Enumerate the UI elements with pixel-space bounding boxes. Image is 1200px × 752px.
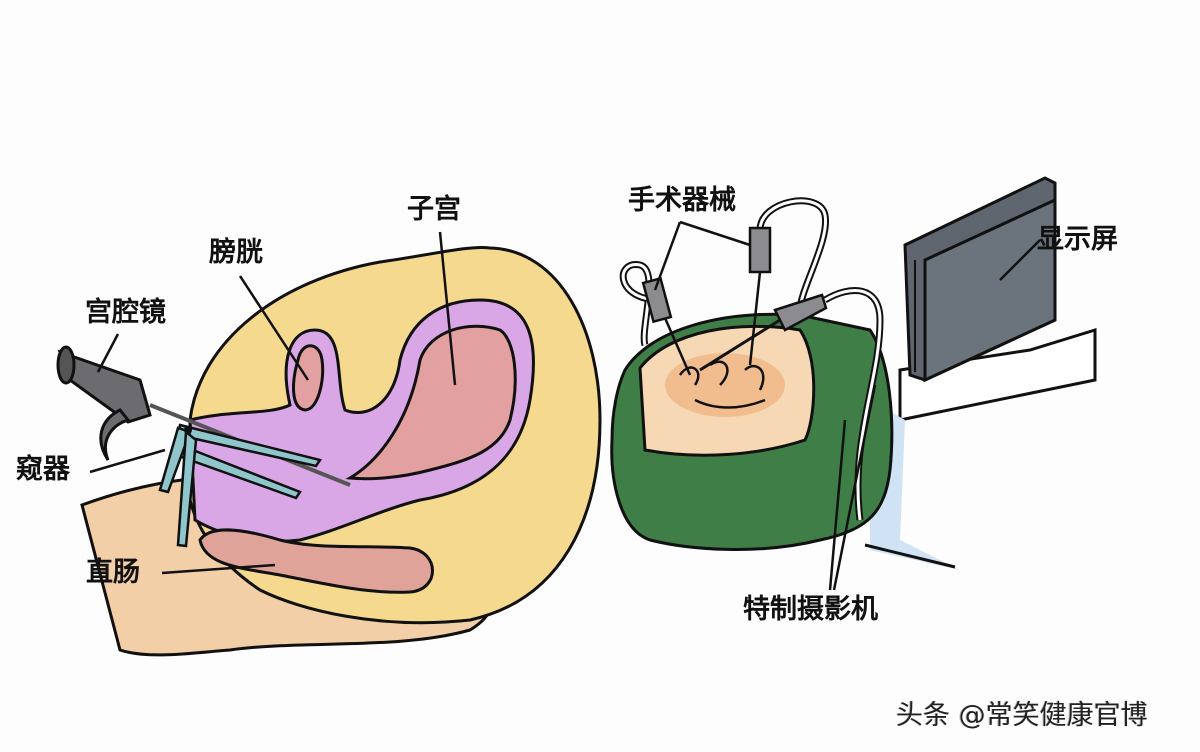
label-uterus: 子宫	[407, 194, 461, 225]
leader-instruments-b	[679, 220, 751, 247]
label-bladder: 膀胱	[209, 237, 263, 268]
left-diagram	[56, 231, 602, 657]
leader-camera-a	[828, 419, 847, 591]
leader-bladder	[238, 275, 310, 381]
label-special-camera: 特制摄影机	[743, 594, 878, 625]
label-monitor: 显示屏	[1037, 224, 1118, 255]
watermark: 头条 @常笑健康官博	[896, 700, 1148, 731]
right-diagram	[610, 176, 1097, 591]
monitor-icon	[903, 176, 1057, 383]
leader-rectum	[161, 563, 276, 575]
label-hysteroscope: 宫腔镜	[85, 297, 166, 328]
label-surgical-instruments: 手术器械	[628, 185, 736, 216]
label-speculum: 窥器	[16, 454, 70, 485]
leader-instruments-a	[653, 221, 682, 291]
uterus-cavity	[345, 324, 517, 481]
leader-hysteroscope	[96, 333, 120, 373]
leader-speculum	[89, 448, 166, 474]
leader-camera-b	[832, 384, 877, 591]
label-rectum: 直肠	[86, 557, 140, 588]
table	[898, 327, 1097, 422]
leader-monitor	[999, 239, 1041, 281]
rectum	[198, 528, 434, 594]
leader-uterus	[438, 231, 457, 386]
speculum-icon	[158, 423, 323, 548]
